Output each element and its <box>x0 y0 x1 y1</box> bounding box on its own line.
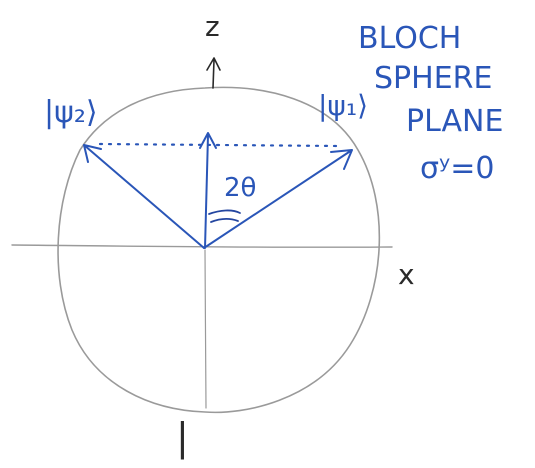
state-right-label: |ψ₁⟩ <box>318 89 368 122</box>
title-block: BLOCH SPHERE PLANE σʸ=0 <box>358 21 503 186</box>
x-axis-label: x <box>398 258 415 291</box>
state-vector-right <box>203 149 353 249</box>
title-line-3: PLANE <box>406 104 503 139</box>
title-line-2: SPHERE <box>374 61 492 96</box>
z-axis-arrow <box>206 57 221 89</box>
angle-arc-inner <box>210 217 239 223</box>
sphere-circle <box>57 86 381 414</box>
angle-label: 2θ <box>224 173 256 203</box>
dotted-connector <box>98 142 342 148</box>
bottom-mark: | <box>176 415 189 460</box>
x-axis-line <box>11 244 393 248</box>
title-line-1: BLOCH <box>358 21 461 56</box>
vertical-axis-line <box>204 249 207 409</box>
z-axis-label: z <box>205 10 220 43</box>
angle-arc <box>208 209 241 215</box>
state-left-label: |ψ₂⟩ <box>44 95 98 130</box>
z-vector <box>199 132 217 249</box>
state-vector-left <box>83 144 205 249</box>
title-line-4: σʸ=0 <box>420 151 494 186</box>
